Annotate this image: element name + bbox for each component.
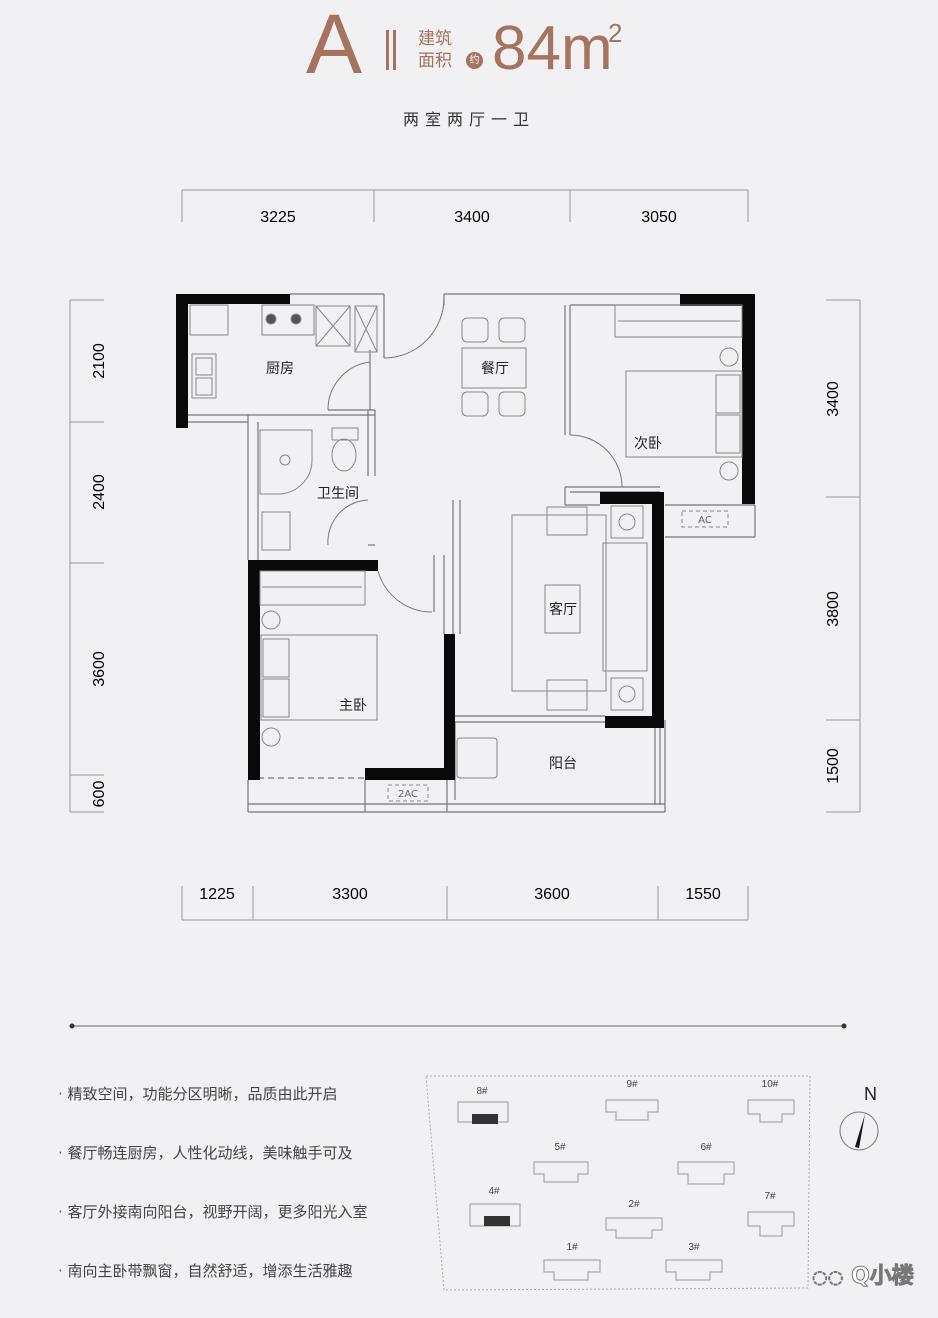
svg-text:10#: 10# [762,1079,779,1090]
dim-left-4: 600 [91,781,108,808]
door-swings [327,297,623,613]
dim-left-1: 2100 [91,343,108,379]
svg-text:3#: 3# [688,1242,700,1253]
area-label-line1: 建筑 [418,29,452,49]
unit-type-letter: A [306,0,362,91]
bedroom2-furniture [614,304,743,528]
svg-text:6#: 6# [700,1142,712,1153]
dim-left-3: 3600 [91,651,108,687]
room-bathroom: 卫生间 [317,486,359,502]
room-dining: 餐厅 [481,361,509,377]
dimension-left [69,299,104,813]
section-divider [69,1023,847,1029]
area-value: 84m [492,14,613,83]
building-9: 9# [605,1079,659,1121]
feature-item: 客厅外接南向阳台，视野开阔，更多阳光入室 [58,1200,368,1259]
layout-subtitle: 两室两厅一卫 [402,110,535,129]
dining-table [461,317,527,417]
dimension-top [181,189,749,222]
compass-icon [839,1111,879,1151]
dim-bottom-2: 3300 [332,886,368,903]
wechat-icon: ◌◌ [811,1267,844,1289]
site-plan: 8# 9# 10# 5# 6# 4# 2# 7# 1# [425,1075,811,1291]
svg-text:9#: 9# [626,1079,638,1090]
room-second-bedroom: 次卧 [634,436,662,452]
building-3: 3# [665,1242,723,1281]
kitchen-fixtures [189,304,378,399]
dim-top-1: 3225 [260,209,296,226]
feature-item: 精致空间，功能分区明晰，品质由此开启 [58,1082,368,1141]
building-6: 6# [677,1142,735,1185]
dimension-right [826,299,861,813]
thin-walls [188,293,756,813]
thick-walls [176,294,755,780]
approx-badge: 约 [466,52,483,69]
building-7: 7# [747,1191,795,1237]
building-1: 1# [543,1242,601,1281]
building-4: 4# [469,1186,521,1227]
feature-list: 精致空间，功能分区明晰，品质由此开启 餐厅畅连厨房，人性化动线，美味触手可及 客… [58,1082,368,1318]
feature-item: 南向主卧带飘窗，自然舒适，增添生活雅趣 [58,1259,368,1318]
room-balcony: 阳台 [549,756,577,772]
master-bedroom-furniture [259,570,429,802]
building-2: 2# [605,1199,663,1239]
room-kitchen: 厨房 [266,361,294,377]
watermark-text: Q小楼 [851,1264,915,1290]
dim-right-3: 1500 [825,748,842,784]
building-5: 5# [533,1142,589,1183]
living-furniture [511,505,648,711]
dim-bottom-1: 1225 [199,886,235,903]
floor-plan: 3225 3400 3050 1225 3300 3600 1550 2100 … [69,189,861,921]
svg-text:1#: 1# [566,1242,578,1253]
dim-left-2: 2400 [91,474,108,510]
ac-label-2: 2AC [398,789,418,800]
area-label: 建筑 面积 [418,28,452,72]
bathroom-fixtures [259,427,359,551]
compass-north-label: N [864,1084,877,1104]
svg-text:8#: 8# [476,1086,488,1097]
dimension-bottom [181,886,749,921]
dim-right-1: 3400 [825,381,842,417]
area-superscript: 2 [608,18,623,48]
watermark: ◌◌ Q小楼 [811,1258,915,1290]
feature-item: 餐厅畅连厨房，人性化动线，美味触手可及 [58,1141,368,1200]
room-master-bedroom: 主卧 [339,698,367,714]
room-living: 客厅 [549,601,577,618]
unit-roman-numeral [386,30,396,70]
svg-text:4#: 4# [488,1186,500,1197]
dim-bottom-3: 3600 [534,886,570,903]
svg-text:7#: 7# [764,1191,776,1202]
area-label-line2: 面积 [418,51,452,71]
svg-text:5#: 5# [554,1142,566,1153]
dim-right-2: 3800 [825,591,842,627]
dim-bottom-4: 1550 [685,886,721,903]
dim-top-3: 3050 [641,209,677,226]
balcony-fixtures [456,737,498,779]
dim-top-2: 3400 [454,209,490,226]
ac-label-1: AC [698,515,712,526]
svg-text:2#: 2# [628,1199,640,1210]
building-8: 8# [457,1086,509,1124]
building-10: 10# [747,1079,795,1123]
